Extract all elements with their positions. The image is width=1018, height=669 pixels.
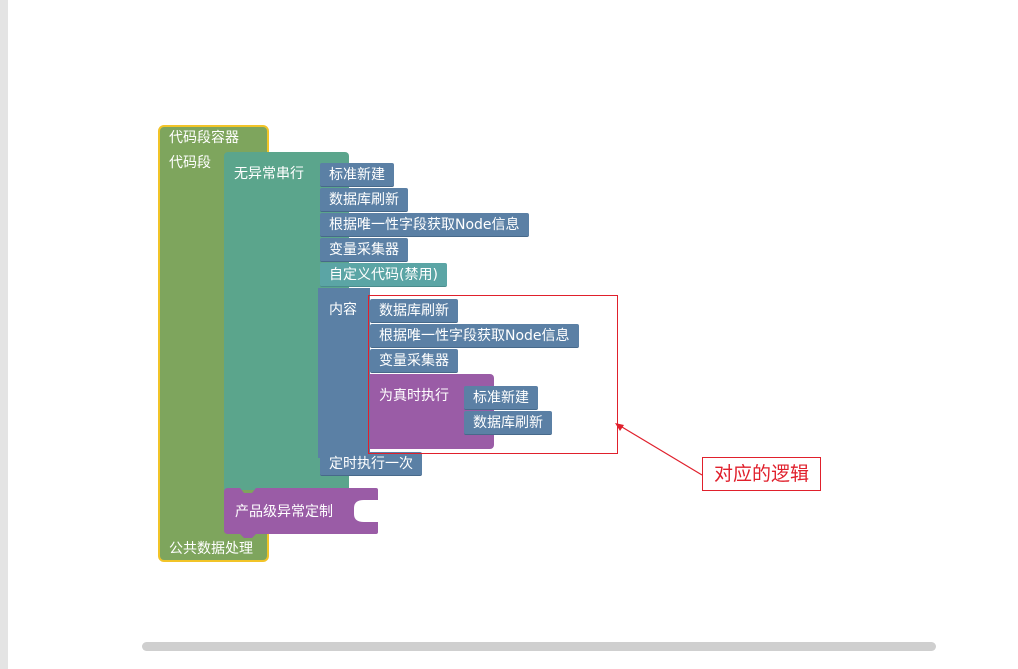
serial-inner-column [318, 288, 370, 458]
timer-once-block[interactable]: 定时执行一次 [320, 452, 422, 476]
content-db-refresh[interactable]: 数据库刷新 [370, 299, 458, 323]
annotation-label: 对应的逻辑 [702, 457, 821, 491]
annotation-highlight-box [368, 295, 618, 454]
content-label: 内容 [329, 302, 357, 318]
action-block-variable-collector[interactable]: 变量采集器 [320, 238, 408, 262]
realtime-db-refresh[interactable]: 数据库刷新 [464, 411, 552, 435]
annotation-arrow [615, 423, 703, 476]
action-block-db-refresh[interactable]: 数据库刷新 [320, 188, 408, 212]
container-title: 代码段容器 [169, 130, 239, 146]
horizontal-scrollbar[interactable] [142, 642, 936, 651]
container-slot-label: 代码段 [169, 155, 211, 171]
action-block-get-node-info[interactable]: 根据唯一性字段获取Node信息 [320, 213, 529, 237]
action-block-standard-new[interactable]: 标准新建 [320, 163, 394, 187]
serial-block-label: 无异常串行 [234, 166, 304, 182]
run-when-true-label: 为真时执行 [379, 388, 449, 404]
realtime-standard-new[interactable]: 标准新建 [464, 386, 538, 410]
container-footer-label: 公共数据处理 [169, 541, 253, 557]
content-variable-collector[interactable]: 变量采集器 [370, 349, 458, 373]
exception-block-shape[interactable] [224, 488, 380, 538]
action-block-custom-code-disabled[interactable]: 自定义代码(禁用) [320, 263, 447, 287]
exception-block-label: 产品级异常定制 [235, 504, 333, 520]
content-get-node-info[interactable]: 根据唯一性字段获取Node信息 [370, 324, 579, 348]
left-edge-bar [0, 0, 8, 669]
